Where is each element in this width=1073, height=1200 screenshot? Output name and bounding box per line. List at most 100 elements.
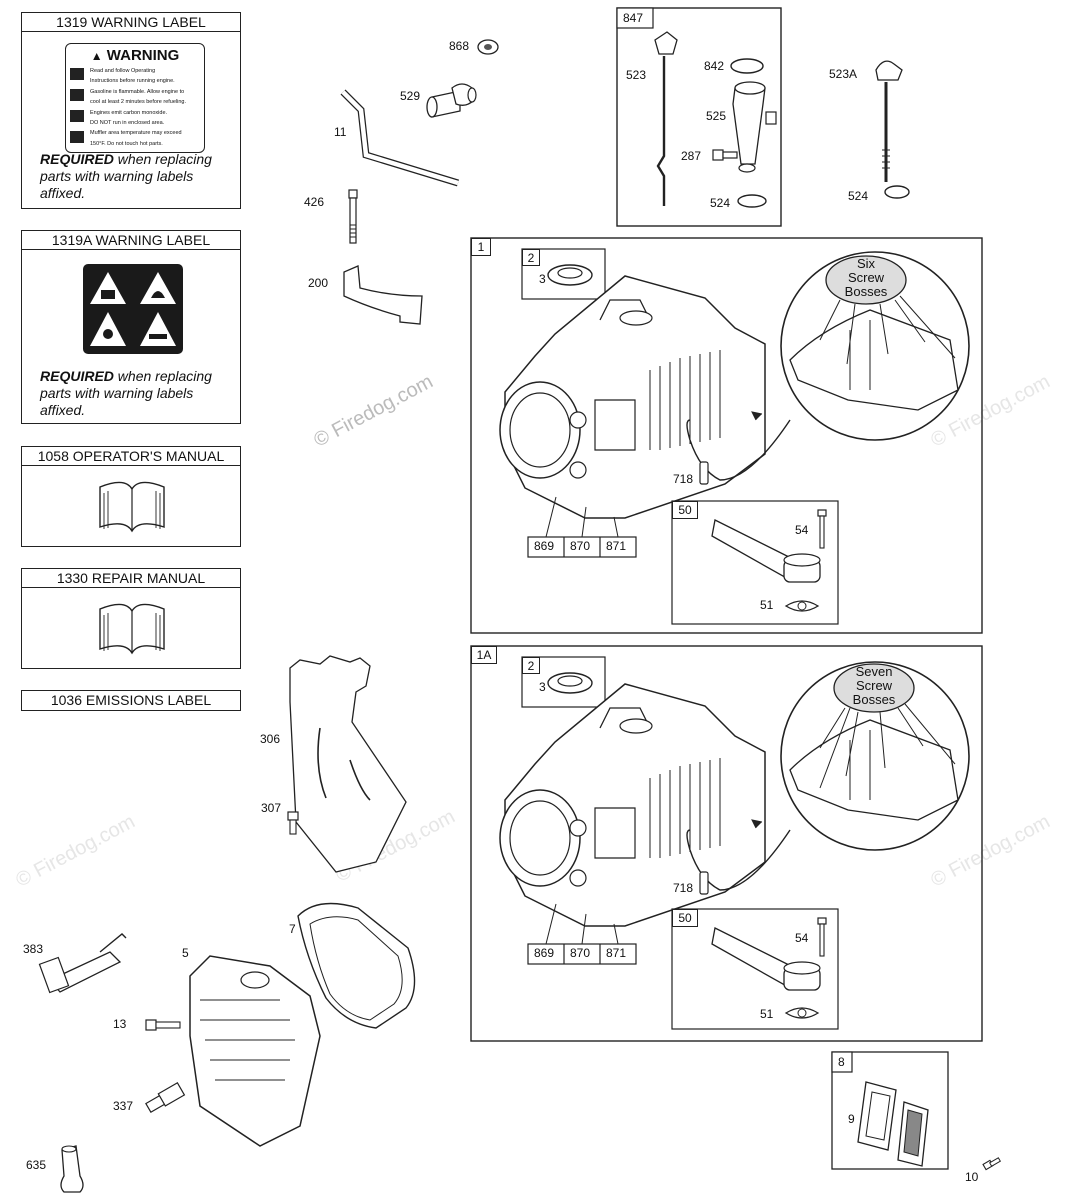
note-line: parts with warning labels (40, 385, 194, 401)
screw-bosses-bubble: Seven Screw Bosses (835, 665, 913, 707)
ignition-lead-part-icon (38, 933, 127, 994)
note-line: parts with warning labels (40, 168, 194, 184)
warning-label-note: REQUIRED when replacing parts with warni… (40, 151, 212, 202)
warning-label-title: 1319 WARNING LABEL (22, 13, 240, 32)
repair-manual-title: 1330 REPAIR MANUAL (22, 569, 240, 588)
callout-287: 287 (681, 149, 702, 163)
callout-11: 11 (334, 125, 347, 139)
warning-sign-text: Read and follow Operating Instructions b… (90, 66, 200, 149)
gasket-kit-tag: 8 (838, 1055, 845, 1069)
operators-manual-box: 1058 OPERATOR'S MANUAL (21, 446, 241, 547)
part-870: 870 (570, 539, 591, 553)
callout-54: 54 (795, 931, 809, 945)
callout-525: 525 (706, 109, 727, 123)
bubble-line: Seven (855, 664, 893, 679)
repair-manual-box: 1330 REPAIR MANUAL (21, 568, 241, 669)
bubble-line: Screw (847, 270, 885, 285)
block-1a-tag: 1A (471, 646, 497, 664)
block-1-tag: 1 (471, 238, 491, 256)
screw-bosses-bubble: Six Screw Bosses (827, 257, 905, 299)
callout-337: 337 (113, 1099, 134, 1113)
gasket-part-icon (784, 1007, 820, 1019)
dipstick-part-icon (654, 31, 678, 206)
dowel-pin-part-icon (699, 461, 709, 485)
bubble-line: Six (856, 256, 876, 271)
callout-54: 54 (795, 523, 809, 537)
bubble-line: Bosses (844, 284, 888, 299)
sign-line: 150°F. Do not touch hot parts. (90, 140, 163, 147)
operators-manual-title: 1058 OPERATOR'S MANUAL (22, 447, 240, 466)
arrow-head-icon (751, 819, 763, 829)
oring-part-icon (730, 58, 764, 74)
sign-line: Gasoline is flammable. Allow engine to (90, 88, 185, 95)
breather-part-icon (711, 519, 821, 583)
note-line: when replacing (113, 151, 212, 167)
callout-3: 3 (539, 272, 546, 286)
sign-line: cool at least 2 minutes before refueling… (90, 99, 187, 106)
bolt-part-icon (348, 189, 358, 244)
screw-part-icon (712, 149, 738, 161)
callout-523: 523 (626, 68, 647, 82)
breather-kit-tag: 50 (672, 909, 698, 927)
dowel-pin-part-icon (699, 871, 709, 895)
required-text: REQUIRED (40, 368, 114, 384)
seal-kit-tag: 2 (522, 249, 540, 266)
valve-cover-gasket-part-icon (297, 902, 416, 1029)
callout-51: 51 (760, 1007, 774, 1021)
callout-7: 7 (289, 922, 296, 936)
gasket-part-icon (857, 1081, 897, 1151)
warning-sign: ▲ WARNING Read and follow Operating Inst… (65, 43, 205, 153)
callout-13: 13 (113, 1017, 127, 1031)
breather-part-icon (711, 927, 821, 991)
callout-842: 842 (704, 59, 725, 73)
bracket-part-icon (343, 265, 423, 325)
callout-868: 868 (449, 39, 470, 53)
warning-pictogram-icons (70, 66, 90, 143)
warning-sign-heading: WARNING (106, 47, 180, 64)
magnified-detail-circle (780, 251, 970, 441)
callout-635: 635 (26, 1158, 47, 1172)
part-871: 871 (606, 539, 627, 553)
oring-part-icon (737, 194, 767, 208)
elbow-hose-part-icon (426, 83, 477, 118)
warning-label-a-note: REQUIRED when replacing parts with warni… (40, 368, 212, 419)
book-icon (99, 603, 165, 655)
callout-524: 524 (710, 196, 731, 210)
note-line: affixed. (40, 185, 86, 201)
crankcase-block-drawing (499, 275, 766, 519)
sign-line: DO NOT run in enclosed area. (90, 120, 165, 127)
pictogram-label (83, 264, 183, 354)
dipstick-part-icon (875, 60, 903, 182)
spark-plug-part-icon (145, 1081, 186, 1114)
callout-3: 3 (539, 680, 546, 694)
bolt-part-icon (817, 509, 827, 549)
part-869: 869 (534, 539, 555, 553)
note-line: when replacing (113, 368, 212, 384)
heat-shield-part-icon (289, 655, 407, 873)
emissions-label-box: 1036 EMISSIONS LABEL (21, 690, 241, 711)
warning-label-a-box: 1319A WARNING LABEL REQUIRED when replac… (21, 230, 241, 424)
callout-529: 529 (400, 89, 421, 103)
callout-306: 306 (260, 732, 281, 746)
note-line: affixed. (40, 402, 86, 418)
sign-line: Read and follow Operating (90, 68, 156, 74)
required-text: REQUIRED (40, 151, 114, 167)
callout-9: 9 (848, 1112, 855, 1126)
callout-5: 5 (182, 946, 189, 960)
oring-part-icon (884, 185, 910, 199)
sign-line: Engines emit carbon monoxide. (90, 109, 168, 116)
sign-line: Muffler area temperature may exceed (90, 130, 182, 137)
gasket-part-icon (784, 600, 820, 612)
callout-383: 383 (23, 942, 44, 956)
grommet-part-icon (477, 39, 499, 55)
cylinder-head-part-icon (189, 955, 321, 1147)
cover-plate-part-icon (897, 1101, 929, 1167)
callout-426: 426 (304, 195, 325, 209)
seal-part-icon (547, 264, 593, 286)
bubble-line: Bosses (852, 692, 896, 707)
fill-tube-part-icon (732, 81, 777, 173)
callout-200: 200 (308, 276, 329, 290)
book-icon (99, 481, 165, 533)
callout-718: 718 (673, 472, 694, 486)
